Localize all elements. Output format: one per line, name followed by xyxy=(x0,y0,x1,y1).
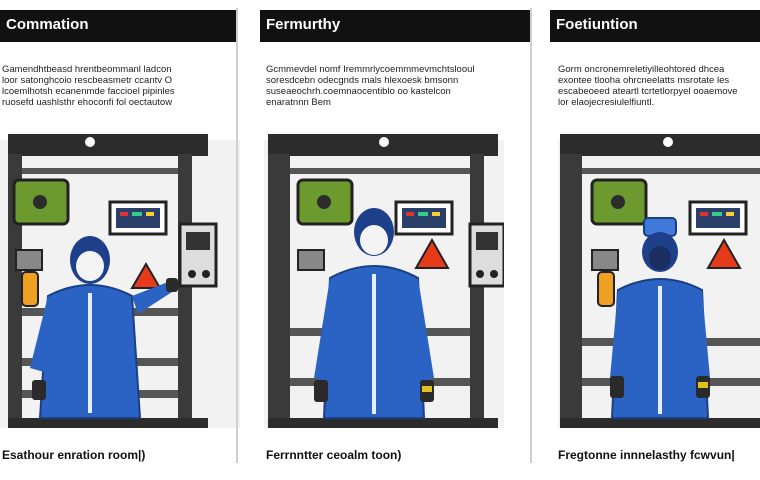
panel-description: Gorm oncronemreletiyilleohtored dhcea ex… xyxy=(558,64,738,108)
ceiling-beam xyxy=(8,134,208,156)
panel-caption: Esathour enration room|) xyxy=(2,448,146,462)
panel-foetiuntion: Foetiuntion Gorm oncronemreletiyilleohto… xyxy=(550,0,760,480)
panel-divider xyxy=(530,8,532,463)
panel-title: Fermurthy xyxy=(266,16,341,33)
ceiling-light-icon xyxy=(663,137,673,147)
panel-title-bar: Foetiuntion xyxy=(550,10,760,42)
right-pillar xyxy=(178,154,192,428)
panel-divider xyxy=(236,8,238,463)
worker-glove-icon xyxy=(32,380,46,400)
control-room-illustration xyxy=(0,134,240,428)
panel-title: Commation xyxy=(6,16,89,33)
yellow-canister xyxy=(21,271,39,307)
yellow-canister xyxy=(597,271,615,307)
ceiling-light-icon xyxy=(85,137,95,147)
warning-triangle-icon xyxy=(706,237,742,269)
worker-glove-icon xyxy=(314,380,328,402)
panel-title: Foetiuntion xyxy=(556,16,638,33)
right-pillar xyxy=(470,154,484,428)
left-pillar xyxy=(268,154,290,428)
left-pillar xyxy=(560,154,582,428)
panel-fermurthy: Fermurthy Gcmmevdel nomf Iremmrlycoemmme… xyxy=(260,0,530,480)
panel-caption: Fregtonne innnelasthy fcwvun| xyxy=(558,448,735,462)
face-mask-icon xyxy=(360,225,388,255)
control-room-illustration xyxy=(558,134,760,428)
warning-triangle-icon xyxy=(130,262,162,289)
panel-title-bar: Commation xyxy=(0,10,236,42)
tank-gauge-icon xyxy=(33,195,47,209)
panel-description: Gcmmevdel nomf Iremmrlycoemmmevmchtsloou… xyxy=(266,64,475,108)
panel-title-bar: Fermurthy xyxy=(260,10,530,42)
ceiling-beam xyxy=(560,134,760,156)
panel-caption: Ferrnntter ceoalm toon) xyxy=(266,448,402,462)
tank-gauge-icon xyxy=(611,195,625,209)
ceiling-light-icon xyxy=(379,137,389,147)
tank-gauge-icon xyxy=(317,195,331,209)
control-room-illustration xyxy=(264,134,504,428)
warning-triangle-icon xyxy=(414,237,450,269)
panel-description: Gamendhtbeasd hrentbeommanl ladcon loor … xyxy=(2,64,175,108)
panel-commation: Commation Gamendhtbeasd hrentbeommanl la… xyxy=(0,0,240,480)
face-mask-icon xyxy=(76,251,104,281)
worker-glove-icon xyxy=(610,376,624,398)
